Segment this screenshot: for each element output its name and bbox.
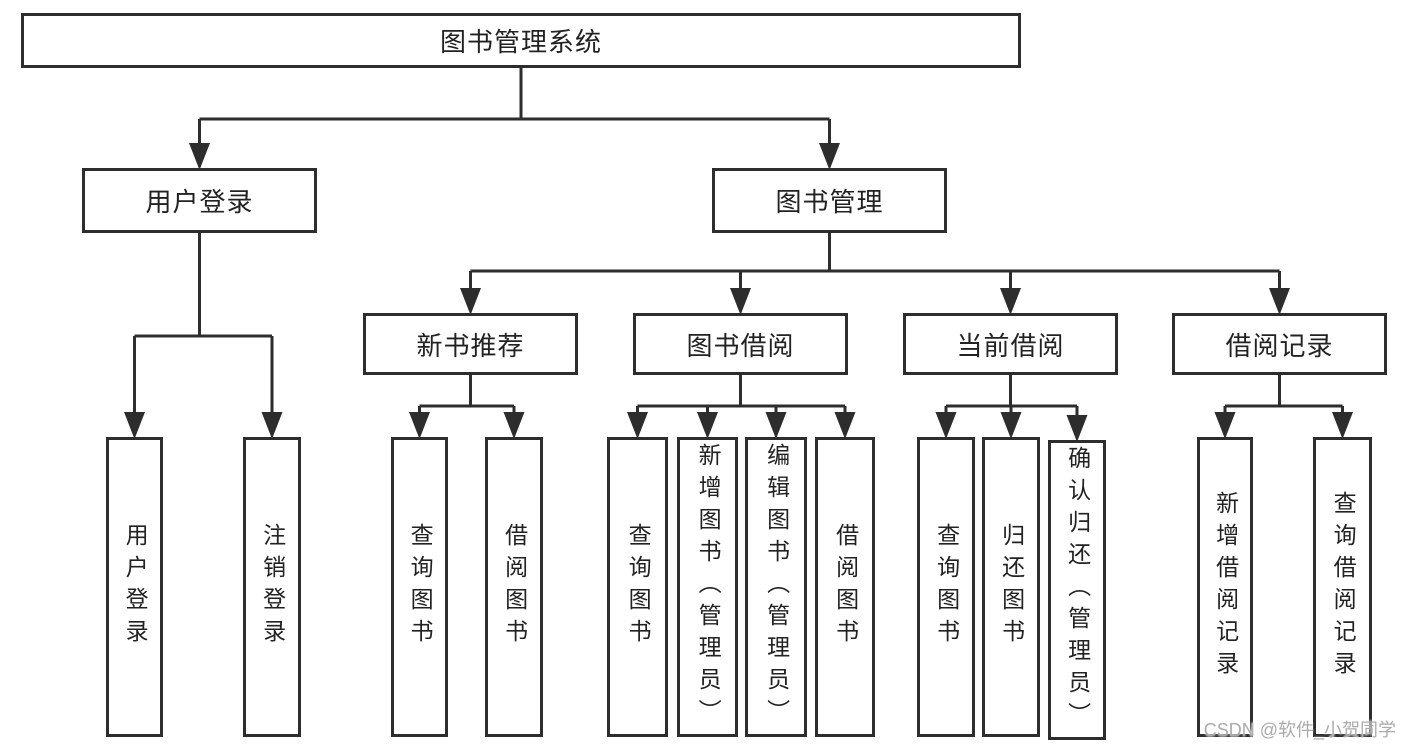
arrowhead-icon: [697, 412, 718, 439]
node-borrow-records: 借阅记录: [1172, 313, 1387, 375]
arrowhead-icon: [460, 288, 481, 315]
node-library-system: 图书管理系统: [21, 13, 1021, 68]
connector-current-branch: [946, 375, 1077, 408]
arrowhead-icon: [1000, 288, 1021, 315]
arrowhead-icon: [730, 288, 751, 315]
arrowhead-icon: [1332, 412, 1353, 439]
leaf-edit-books-admin: 编辑图书（管理员）: [745, 437, 807, 737]
arrowhead-icon: [1269, 288, 1290, 315]
leaf-query-borrow-record: 查询借阅记录: [1313, 437, 1372, 737]
leaf-confirm-return-admin: 确认归还（管理员）: [1048, 440, 1106, 740]
arrowhead-icon: [627, 412, 648, 439]
leaf-query-books-recommend: 查询图书: [391, 437, 448, 737]
arrowhead-icon: [189, 143, 210, 170]
arrowhead-icon: [1214, 412, 1236, 439]
node-book-borrow: 图书借阅: [633, 313, 848, 375]
leaf-query-books-borrow: 查询图书: [607, 437, 668, 737]
leaf-borrow-books-recommend: 借阅图书: [485, 437, 543, 737]
arrowhead-icon: [819, 143, 840, 170]
node-user-login: 用户登录: [82, 168, 317, 233]
connector-root-to-level2: [199, 68, 830, 121]
arrowhead-icon: [1066, 415, 1088, 442]
arrowhead-icon: [503, 412, 525, 439]
connector-userlogin-branch: [134, 233, 272, 338]
leaf-user-login: 用户登录: [106, 437, 163, 737]
arrowhead-icon: [834, 412, 856, 439]
arrowhead-icon: [409, 412, 430, 439]
connector-records-branch: [1225, 375, 1343, 408]
node-current-borrow: 当前借阅: [903, 313, 1118, 375]
node-new-book-recommend: 新书推荐: [363, 313, 578, 375]
arrowhead-icon: [1000, 412, 1022, 439]
leaf-borrow-books: 借阅图书: [815, 437, 875, 737]
arrowhead-icon: [935, 412, 957, 439]
connector-bookmgmt-branch: [470, 233, 1280, 273]
node-book-management: 图书管理: [712, 168, 947, 233]
leaf-logout: 注销登录: [243, 437, 301, 737]
leaf-query-books-current: 查询图书: [917, 437, 975, 737]
arrowhead-icon: [124, 412, 145, 439]
leaf-add-borrow-record: 新增借阅记录: [1197, 437, 1253, 737]
connector-bookborrow-branch: [637, 375, 845, 408]
leaf-return-books: 归还图书: [982, 437, 1040, 737]
connector-newbooks-branch: [419, 375, 514, 408]
arrowhead-icon: [765, 412, 787, 439]
arrowhead-icon: [261, 412, 283, 439]
leaf-add-books-admin: 新增图书（管理员）: [677, 437, 738, 737]
csdn-watermark: CSDN @软件_小贺同学: [1203, 720, 1396, 740]
